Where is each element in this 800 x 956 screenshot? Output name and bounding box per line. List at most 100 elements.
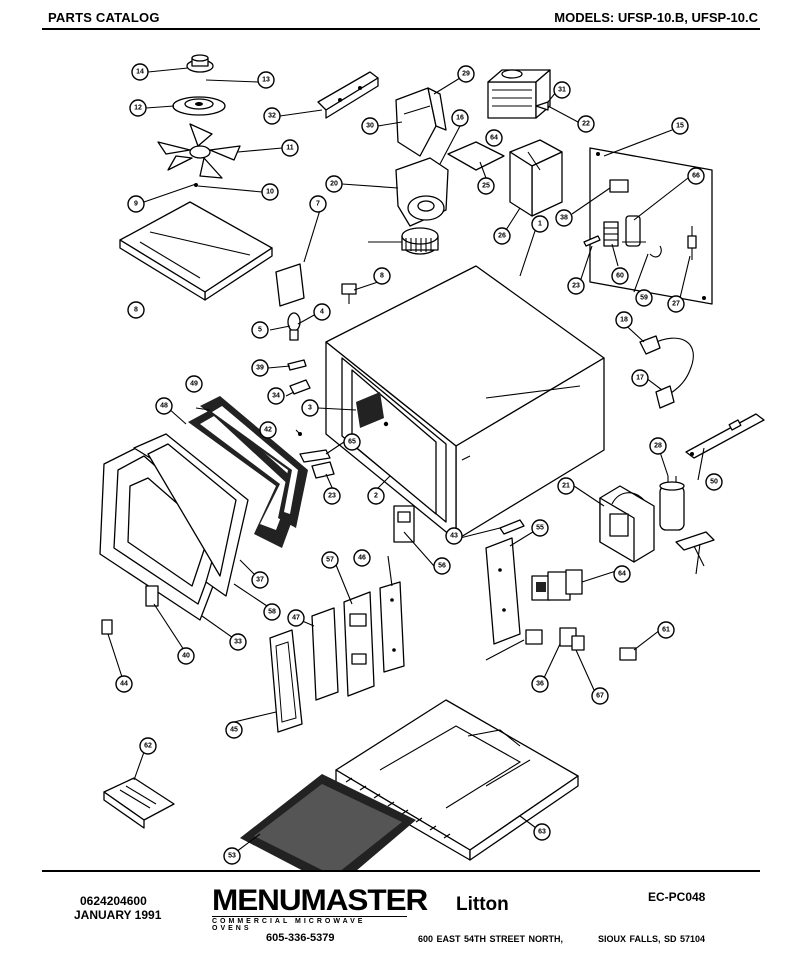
svg-text:56: 56 [438, 563, 446, 570]
callout: 42 [259, 421, 277, 439]
svg-text:5: 5 [258, 327, 262, 334]
door-screen [188, 408, 304, 548]
monitor-switch [393, 505, 415, 543]
door-glass [200, 396, 308, 528]
svg-text:15: 15 [676, 123, 684, 130]
callout: 32 [263, 107, 281, 125]
page-header: PARTS CATALOG MODELS: UFSP-10.B, UFSP-10… [0, 4, 800, 30]
svg-text:7: 7 [316, 201, 320, 208]
callout: 44 [115, 675, 133, 693]
svg-text:37: 37 [256, 577, 264, 584]
callout: 57 [321, 551, 339, 569]
svg-text:55: 55 [536, 525, 544, 532]
interlock-switch-b [287, 359, 307, 371]
door-frame [99, 445, 237, 621]
callout: 25 [477, 177, 495, 195]
capacitor-bracket [509, 139, 563, 217]
callout: 31 [553, 81, 571, 99]
thermal-cutout [341, 283, 357, 304]
svg-text:12: 12 [134, 105, 142, 112]
control-relay [531, 569, 583, 601]
svg-text:14: 14 [136, 69, 144, 76]
callout: 8 [127, 301, 145, 319]
callout: 55 [531, 519, 549, 537]
callout: 60 [611, 267, 629, 285]
mica-cover [447, 141, 505, 171]
callout: 47 [287, 609, 305, 627]
callout: 40 [177, 647, 195, 665]
magnetron [487, 69, 551, 119]
switch-37 [559, 627, 585, 651]
high-voltage-transformer [599, 485, 655, 563]
callout: 39 [251, 359, 269, 377]
callout: 49 [185, 375, 203, 393]
cover-plate [119, 201, 273, 301]
svg-text:36: 36 [536, 681, 544, 688]
svg-text:22: 22 [582, 121, 590, 128]
svg-text:11: 11 [286, 145, 294, 152]
callout: 21 [557, 477, 575, 495]
svg-text:8: 8 [380, 273, 384, 280]
callout: 63 [533, 823, 551, 841]
svg-text:61: 61 [662, 627, 670, 634]
high-voltage-capacitor [659, 476, 685, 531]
svg-text:48: 48 [160, 403, 168, 410]
callout: 9 [127, 195, 145, 213]
svg-text:3: 3 [308, 405, 312, 412]
callout: 16 [451, 109, 469, 127]
callout: 4 [313, 303, 331, 321]
svg-text:21: 21 [562, 483, 570, 490]
svg-text:42: 42 [264, 427, 272, 434]
callout: 22 [577, 115, 595, 133]
footer-rule [42, 870, 760, 872]
svg-text:10: 10 [266, 189, 274, 196]
svg-text:18: 18 [620, 317, 628, 324]
svg-text:8: 8 [134, 307, 138, 314]
svg-text:23: 23 [328, 493, 336, 500]
callout: 18 [615, 311, 633, 329]
svg-text:26: 26 [498, 233, 506, 240]
callout: 1 [531, 215, 549, 233]
fuse [622, 215, 646, 247]
callout: 36 [531, 675, 549, 693]
power-cord [639, 335, 694, 409]
callout: 66 [687, 167, 705, 185]
door-choke [133, 433, 249, 597]
callout: 61 [657, 621, 675, 639]
callout: 33 [229, 633, 247, 651]
callout: 64 [613, 565, 631, 583]
door-hinge [101, 585, 159, 635]
svg-text:17: 17 [636, 375, 644, 382]
models-label: MODELS: UFSP-10.B, UFSP-10.C [554, 10, 758, 25]
diode-assembly [685, 413, 765, 459]
callout: 20 [325, 175, 343, 193]
svg-text:66: 66 [692, 173, 700, 180]
callout: 67 [591, 687, 609, 705]
fan-plate [172, 96, 226, 116]
control-overlay [311, 607, 339, 701]
brand-tagline: COMMERCIAL MICROWAVE OVENS [212, 916, 407, 932]
callout: 28 [649, 437, 667, 455]
callout: 53 [223, 847, 241, 865]
callout: 7 [309, 195, 327, 213]
svg-text:50: 50 [710, 479, 718, 486]
indicator-61 [619, 647, 637, 661]
svg-text:30: 30 [366, 123, 374, 130]
callout: 62 [139, 737, 157, 755]
svg-text:53: 53 [228, 853, 236, 860]
callout-labels: 14 12 13 32 30 29 22 11 31 16 64 25 15 1… [115, 63, 723, 865]
capacitor-clamp [675, 531, 715, 551]
terminal-block [603, 179, 629, 247]
fan-blades [157, 123, 241, 179]
callout: 29 [457, 65, 475, 83]
svg-text:62: 62 [144, 743, 152, 750]
header-rule [42, 28, 760, 30]
svg-text:65: 65 [348, 439, 356, 446]
callout: 17 [631, 369, 649, 387]
svg-text:13: 13 [262, 77, 270, 84]
callout: 14 [131, 63, 149, 81]
leader-lines [107, 67, 705, 853]
callout: 50 [705, 473, 723, 491]
svg-text:4: 4 [320, 309, 324, 316]
svg-text:58: 58 [268, 609, 276, 616]
